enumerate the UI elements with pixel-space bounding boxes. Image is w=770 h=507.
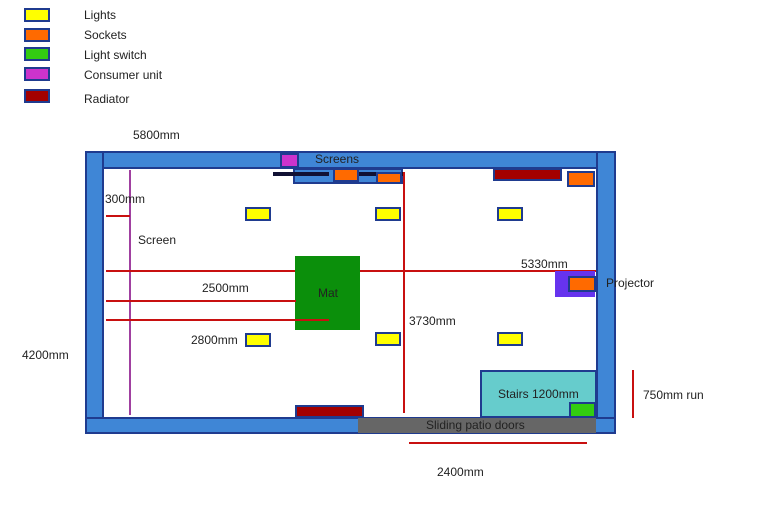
socket-top-right [567, 171, 595, 187]
screen-line [129, 170, 131, 415]
radiator-top [493, 168, 562, 181]
consumer-unit [280, 153, 299, 168]
legend-label-lights: Lights [84, 8, 117, 22]
radiator-bottom [295, 405, 364, 418]
legend-swatch-lights [24, 8, 50, 22]
legend-swatch-consumer-unit [24, 67, 50, 81]
legend-swatch-radiator [24, 89, 50, 103]
dim-3730-label: 3730mm [409, 314, 456, 328]
dim-300-label: 300mm [105, 192, 146, 206]
light-switch [569, 402, 596, 418]
legend-swatch-light-switch [24, 47, 50, 61]
dim-2500-line [106, 300, 296, 302]
light-6 [497, 332, 523, 346]
dim-mat-line [106, 319, 329, 321]
dim-750-label: 750mm run [643, 388, 704, 402]
dim-2800-label: 2800mm [191, 333, 238, 347]
socket-top-1 [333, 168, 359, 182]
dim-750-line [632, 370, 634, 418]
patio-doors-label: Sliding patio doors [426, 418, 525, 432]
dim-2400-line [409, 442, 587, 444]
dim-2400-label: 2400mm [437, 465, 484, 479]
dim-300-line [106, 215, 130, 217]
dim-2500-label: 2500mm [202, 281, 249, 295]
screen-bar-right [346, 172, 404, 176]
legend-label-light-switch: Light switch [84, 48, 147, 62]
legend-label-sockets: Sockets [84, 28, 127, 42]
light-3 [497, 207, 523, 221]
light-1 [245, 207, 271, 221]
screen-label: Screen [138, 233, 177, 247]
socket-top-2 [376, 172, 402, 184]
room-width-label: 5800mm [133, 128, 180, 142]
mat [295, 256, 360, 330]
mat-label: Mat [318, 286, 339, 300]
screen-bar-left [273, 172, 329, 176]
light-2 [375, 207, 401, 221]
dim-3730-line [403, 172, 405, 413]
room-height-label: 4200mm [22, 348, 69, 362]
legend-label-consumer-unit: Consumer unit [84, 68, 163, 82]
projector-label: Projector [606, 276, 655, 290]
socket-projector [568, 276, 596, 292]
light-5 [375, 332, 401, 346]
sliding-patio-doors [358, 418, 596, 433]
legend-label-radiator: Radiator [84, 92, 130, 106]
stairs-label: Stairs 1200mm [498, 387, 579, 401]
dim-5330-label: 5330mm [521, 257, 568, 271]
screens-label: Screens [315, 152, 360, 166]
light-4 [245, 333, 271, 347]
wall-left [85, 151, 104, 434]
wall-right [596, 151, 616, 431]
legend-swatch-sockets [24, 28, 50, 42]
